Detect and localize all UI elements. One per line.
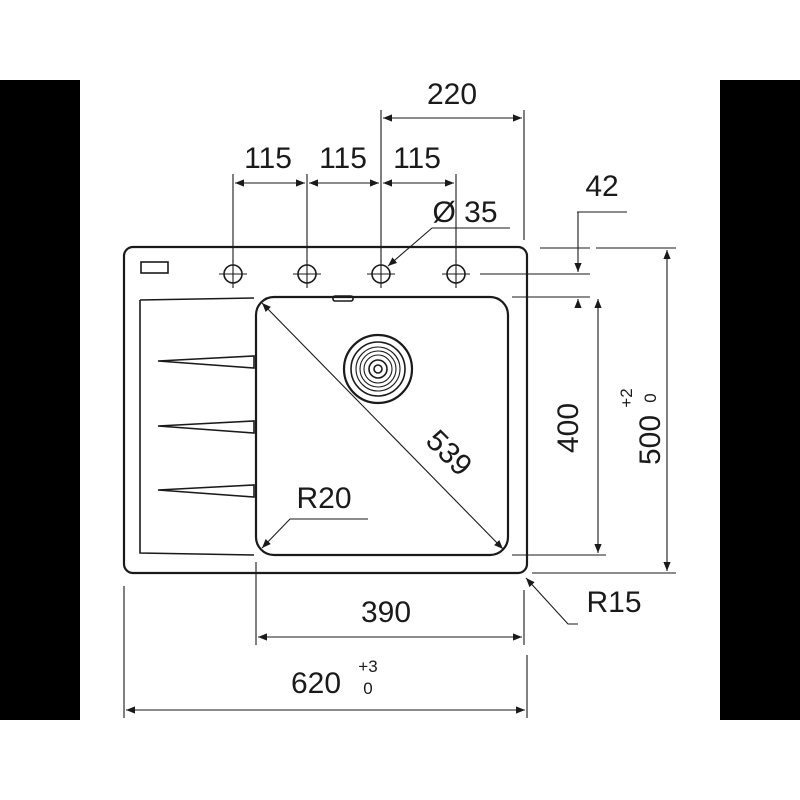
tap-hole-1 xyxy=(219,260,247,288)
drain-strainer xyxy=(342,333,414,405)
radius-outer-label: R15 xyxy=(586,586,641,619)
dim-220-label: 220 xyxy=(427,78,477,111)
dim-115-label-1: 115 xyxy=(244,142,292,175)
drainboard-outline xyxy=(139,297,255,556)
drainboard-ridge-3 xyxy=(157,484,255,498)
dim-42-label: 42 xyxy=(585,170,618,203)
dim-diagonal-label: 539 xyxy=(419,424,478,483)
dim-620-label: 620 xyxy=(291,667,341,700)
hole-diameter-label: Ø 35 xyxy=(432,196,497,229)
tap-hole-3 xyxy=(367,260,395,288)
tap-hole-4 xyxy=(442,260,470,288)
radius-outer-leader xyxy=(525,577,578,625)
dim-400-label: 400 xyxy=(552,403,585,453)
radius-inner-label: R20 xyxy=(296,482,351,515)
top-extension-lines xyxy=(232,110,525,262)
sink-outer-outline xyxy=(122,245,529,575)
left-black-bar xyxy=(0,80,80,720)
dim-115-label-2: 115 xyxy=(319,142,367,175)
right-black-bar xyxy=(720,80,800,720)
hole-diameter-leader xyxy=(387,227,510,267)
dim-500-tol-minus: 0 xyxy=(641,393,660,402)
dim-diagonal-line xyxy=(261,302,504,550)
drainboard-ridge-2 xyxy=(157,420,255,434)
bowl-outline xyxy=(254,295,510,557)
logo-plate xyxy=(140,261,169,274)
dim-500-label: 500 xyxy=(634,415,667,465)
dim-620-tol-minus: 0 xyxy=(363,679,372,698)
drainboard-ridge-1 xyxy=(157,355,255,369)
dim-390-label: 390 xyxy=(361,596,411,629)
tap-hole-2 xyxy=(293,260,321,288)
dim-42-extension-lines xyxy=(480,211,627,298)
dim-500-tol-plus: +2 xyxy=(617,388,636,407)
radius-inner-leader xyxy=(261,518,368,549)
dim-620-tol-plus: +3 xyxy=(358,657,377,676)
dim-115-label-3: 115 xyxy=(393,142,441,175)
overflow-slot xyxy=(332,295,354,302)
